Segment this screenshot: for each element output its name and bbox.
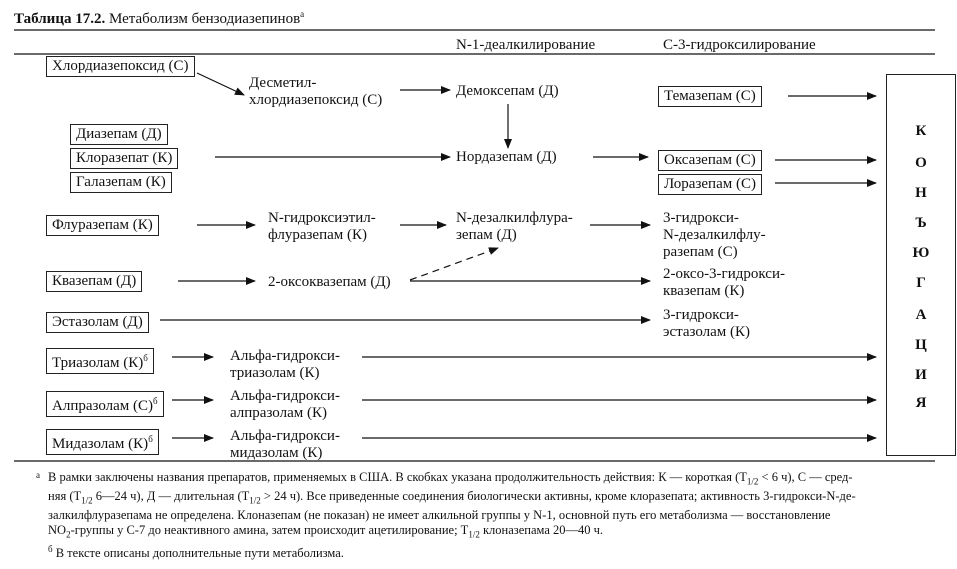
conjugation-letter: А: [915, 307, 927, 323]
metabolite-alphaalprazolam-line1: Альфа-гидрокси-: [230, 388, 340, 404]
arrow-oxoquazepam-desalkyl-dashed: [409, 247, 499, 281]
footnote-text: > 24 ч). Все приведенные соединения биол…: [260, 489, 856, 503]
footnote-b-mark: б: [148, 434, 153, 444]
drug-box-midazolam: Мидазолам (К)б: [46, 429, 159, 455]
arrow-chlor-desmethyl: [196, 72, 245, 96]
metabolite-desmethyl-line2: хлордиазепоксид (С): [249, 92, 383, 108]
conjugation-letter: К: [915, 123, 927, 139]
footnote-b-mark: б: [143, 353, 148, 363]
metabolite-oxoquazepam: 2-оксоквазепам (Д): [268, 274, 391, 290]
drug-box-triazolam: Триазолам (К)б: [46, 348, 154, 374]
footnote-text: < 6 ч), С — сред-: [758, 470, 853, 484]
header-n1-dealkylation: N-1-деалкилирование: [456, 37, 596, 53]
footnote-b-mark: б: [48, 543, 53, 554]
conjugation-letter: Ъ: [915, 215, 927, 231]
metabolite-oxohydroxy-line1: 2-оксо-3-гидрокси-: [663, 266, 785, 282]
footnote-a-line2: няя (T1/2 6—24 ч), Д — длительная (T1/2 …: [48, 489, 928, 508]
footnote-sub: 1/2: [468, 529, 480, 539]
conjugation-letter: Ю: [912, 245, 930, 261]
drug-box-estazolam: Эстазолам (Д): [46, 312, 149, 333]
midazolam-label: Мидазолам (К): [52, 436, 149, 452]
drug-box-oxazepam: Оксазепам (С): [658, 150, 762, 171]
header-c3-hydroxylation: С-3-гидроксилирование: [663, 37, 816, 53]
footnote-a-line4: NO2-группы у С-7 до неактивного амина, з…: [48, 523, 928, 542]
drug-box-chlordiazepoxide: Хлордиазепоксид (С): [46, 56, 195, 77]
table-title: Таблица 17.2. Метаболизм бензодиазепинов…: [14, 6, 304, 28]
footnote-a: В рамки заключены названия препаратов, п…: [48, 470, 928, 560]
metabolite-alphaalprazolam-line2: алпразолам (К): [230, 405, 327, 421]
metabolite-nordazepam: Нордазепам (Д): [456, 149, 557, 165]
footnote-sub: 1/2: [249, 495, 261, 506]
footnote-b-mark: б: [153, 396, 158, 406]
footnote-text: клоназепама 20—40 ч.: [479, 522, 604, 537]
drug-box-halazepam: Галазепам (К): [70, 172, 172, 193]
metabolite-demoxepam: Демоксепам (Д): [456, 83, 559, 99]
drug-box-alprazolam: Алпразолам (С)б: [46, 391, 164, 417]
footnote-text: В рамки заключены названия препаратов, п…: [48, 470, 747, 484]
conjugation-letter: О: [915, 155, 927, 171]
title-text: Метаболизм бензодиазепинов: [105, 11, 301, 27]
metabolite-hydroxyethyl-line2: флуразепам (К): [268, 227, 367, 243]
footnote-a-line3: залкилфлуразепама не определена. Клоназе…: [48, 508, 831, 522]
metabolite-desmethyl-line1: Десметил-: [249, 75, 317, 91]
footnote-b-text: В тексте описаны дополнительные пути мет…: [55, 545, 344, 560]
drug-box-clorazepate: Клоразепат (К): [70, 148, 179, 169]
footnote-a-mark: а: [36, 470, 40, 480]
metabolite-hydroxydesalkyl-line1: 3-гидрокси-: [663, 210, 739, 226]
drug-box-quazepam: Квазепам (Д): [46, 271, 143, 292]
conjugation-box: К О Н Ъ Ю Г А Ц И Я: [886, 74, 956, 456]
metabolite-hydroxyestazolam-line1: 3-гидрокси-: [663, 307, 739, 323]
title-footnote-mark: а: [300, 9, 305, 19]
footnote-text: -группы у С-7 до неактивного амина, зате…: [70, 522, 469, 537]
conjugation-letter: Я: [915, 395, 927, 411]
drug-box-diazepam: Диазепам (Д): [70, 124, 168, 145]
metabolite-alphatriazolam-line1: Альфа-гидрокси-: [230, 348, 340, 364]
metabolite-alphamidazolam-line2: мидазолам (К): [230, 445, 323, 461]
conjugation-letter: И: [915, 367, 927, 383]
metabolite-desalkyl-line2: зепам (Д): [456, 227, 517, 243]
footnote-text: NO: [48, 522, 67, 537]
footnote-text: 6—24 ч), Д — длительная (T: [92, 489, 250, 503]
footnote-sub: 1/2: [81, 495, 93, 506]
metabolite-hydroxyestazolam-line2: эстазолам (К): [663, 324, 751, 340]
drug-box-flurazepam: Флуразепам (К): [46, 215, 159, 236]
metabolite-alphatriazolam-line2: триазолам (К): [230, 365, 320, 381]
footnote-b: б В тексте описаны дополнительные пути м…: [48, 542, 928, 561]
footnote-text: няя (T: [48, 489, 82, 503]
title-number: Таблица 17.2.: [14, 11, 106, 27]
metabolite-alphamidazolam-line1: Альфа-гидрокси-: [230, 428, 340, 444]
alprazolam-label: Алпразолам (С): [52, 398, 154, 414]
metabolite-desalkyl-line1: N-дезалкилфлура-: [456, 210, 573, 226]
footnote-a-line1: В рамки заключены названия препаратов, п…: [48, 470, 928, 489]
conjugation-letter: Г: [916, 275, 926, 291]
metabolite-hydroxyethyl-line1: N-гидроксиэтил-: [268, 210, 376, 226]
footnote-sub: 1/2: [746, 476, 759, 487]
footnote-sub: 2: [66, 529, 71, 539]
drug-box-lorazepam: Лоразепам (С): [658, 174, 762, 195]
metabolite-hydroxydesalkyl-line2: N-дезалкилфлу-: [663, 227, 766, 243]
conjugation-letter: Ц: [915, 337, 927, 353]
metabolite-hydroxydesalkyl-line3: разепам (С): [663, 244, 738, 260]
metabolite-oxohydroxy-line2: квазепам (К): [663, 283, 745, 299]
conjugation-letter: Н: [915, 185, 927, 201]
drug-box-temazepam: Темазепам (С): [658, 86, 762, 107]
triazolam-label: Триазолам (К): [52, 355, 144, 371]
